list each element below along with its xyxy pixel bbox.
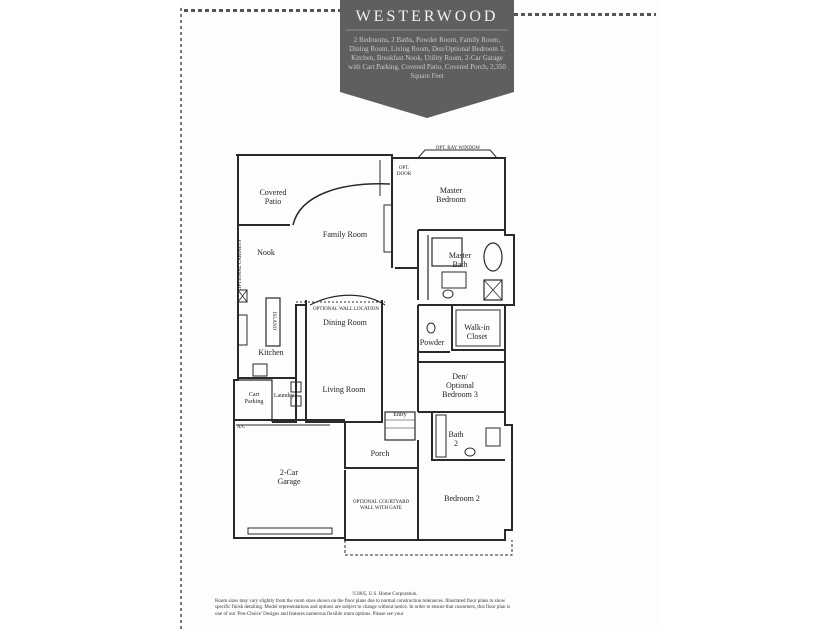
note-wall-location: OPTIONAL WALL LOCATION — [313, 307, 379, 312]
top-rule-left — [184, 9, 340, 12]
room-kitchen: Kitchen — [258, 348, 284, 357]
room-laundry: Laundry — [273, 393, 295, 399]
room-porch: Porch — [370, 449, 390, 458]
room-master-bath: Master Bath — [448, 251, 472, 269]
note-bay-window: OPT. BAY WINDOW — [435, 146, 481, 151]
room-garage: 2-Car Garage — [277, 468, 301, 486]
title-banner: WESTERWOOD 2 Bedrooms, 2 Baths, Powder R… — [340, 0, 514, 120]
room-powder: Powder — [419, 338, 445, 347]
footer-disclaimer: Room sizes may vary slightly from the ro… — [215, 598, 511, 617]
room-dining-room: Dining Room — [323, 318, 367, 327]
room-family-room: Family Room — [322, 230, 368, 239]
kitchen-island: ISLAND — [271, 311, 276, 331]
room-cart-parking: Cart Parking — [244, 392, 264, 405]
room-covered-patio: Covered Patio — [259, 188, 287, 206]
note-opt-door: OPT. DOOR — [396, 166, 412, 177]
plan-description: 2 Bedrooms, 2 Baths, Powder Room, Family… — [348, 36, 506, 80]
room-bath2: Bath 2 — [448, 430, 464, 448]
footer-copyright: ©2005, U.S. Home Corporation. — [352, 592, 418, 597]
room-bedroom2: Bedroom 2 — [444, 494, 480, 503]
note-cabinets: OPTIONAL CABINETS — [238, 239, 243, 291]
sheet-edge — [180, 8, 182, 630]
room-master-bedroom: Master Bedroom — [436, 186, 466, 204]
room-living-room: Living Room — [322, 385, 366, 394]
note-ac: A/C — [236, 425, 246, 430]
room-walkin-closet: Walk-in Closet — [464, 323, 490, 341]
room-nook: Nook — [257, 248, 275, 257]
note-courtyard-wall: OPTIONAL COURTYARD WALL WITH GATE — [352, 500, 410, 511]
room-den: Den/ Optional Bedroom 3 — [442, 372, 478, 399]
footer: ©2005, U.S. Home Corporation. Room sizes… — [215, 592, 515, 618]
plan-title: WESTERWOOD — [355, 8, 499, 25]
room-entry: Entry — [393, 412, 407, 418]
banner-shape — [340, 0, 514, 118]
top-rule-right — [514, 13, 656, 16]
